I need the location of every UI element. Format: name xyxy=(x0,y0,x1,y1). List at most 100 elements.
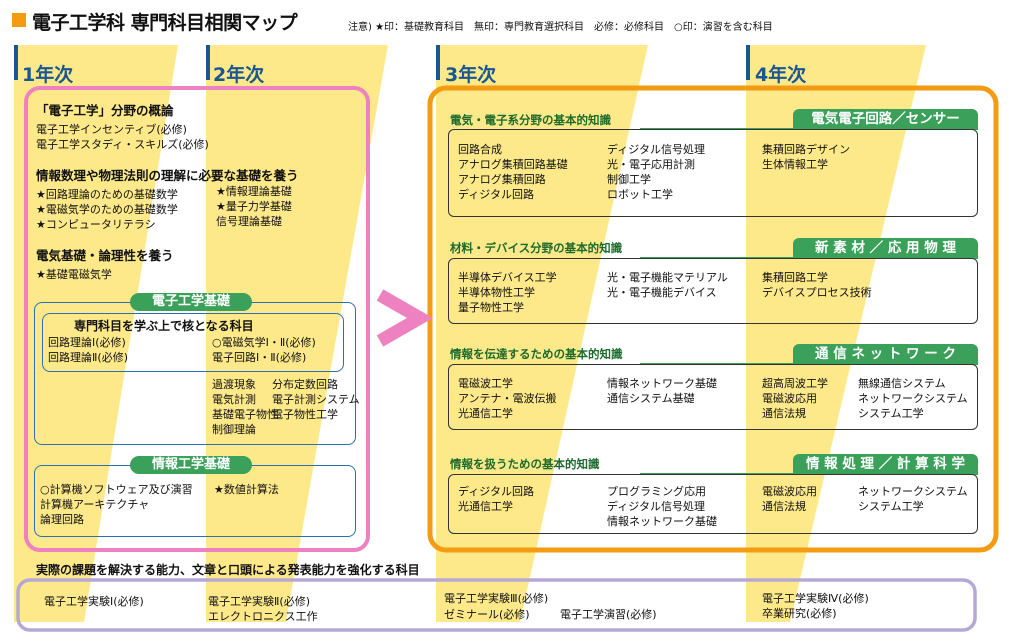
communication-col-4: 無線通信システム ネットワークシステム システム工学 xyxy=(858,376,968,421)
course-item: 電子工学実験Ⅱ(必修) xyxy=(208,595,310,608)
course-item: システム工学 xyxy=(858,500,924,513)
course-item: 電子物性工学 xyxy=(272,408,338,421)
information-col-3: 電磁波応用 通信法規 xyxy=(762,484,817,514)
course-item: 情報ネットワーク基礎 xyxy=(607,377,717,390)
course-item: ネットワークシステム xyxy=(858,392,968,405)
course-item: ○計算機ソフトウェア及び演習 xyxy=(40,483,193,496)
course-item: 集積回路デザイン xyxy=(762,143,850,156)
course-item: 電子工学実験Ⅰ(必修) xyxy=(44,595,144,608)
title-marker xyxy=(12,13,26,27)
electronics-more-list-b: 分布定数回路 電子計測システム 電子物性工学 xyxy=(272,377,360,422)
course-item: 電磁波応用 xyxy=(762,485,817,498)
course-item: アナログ集積回路 xyxy=(458,173,546,186)
course-item: 論理回路 xyxy=(40,513,84,526)
materials-col-2: 光・電子機能マテリアル 光・電子機能デバイス xyxy=(607,270,728,300)
communication-col-3: 超高周波工学 電磁波応用 通信法規 xyxy=(762,376,828,421)
course-item: 量子物性工学 xyxy=(458,301,524,314)
course-item: アナログ集積回路基礎 xyxy=(458,158,568,171)
course-item: 通信法規 xyxy=(762,500,806,513)
course-item: 情報ネットワーク基礎 xyxy=(607,515,717,528)
overview-list: 電子工学インセンティブ(必修) 電子工学スタディ・スキルズ(必修) xyxy=(36,122,209,152)
math-physics-heading: 情報数理や物理法則の理解に必要な基礎を養う xyxy=(36,168,299,183)
materials-section-heading: 材料・デバイス分野の基本的知識 xyxy=(450,241,623,255)
year-stripe-4 xyxy=(746,45,926,622)
course-item: 光通信工学 xyxy=(458,407,513,420)
year-stripe-3 xyxy=(436,45,648,622)
course-item: 電磁波応用 xyxy=(762,392,817,405)
course-item: 制御理論 xyxy=(212,423,256,436)
year-bar-4 xyxy=(746,45,750,80)
course-item: 電子工学スタディ・スキルズ(必修) xyxy=(36,138,209,151)
course-item: 過渡現象 xyxy=(212,378,256,391)
info-basics-label: 情報工学基礎 xyxy=(130,456,252,474)
practice-heading: 実際の課題を解決する能力、文章と口頭による発表能力を強化する科目 xyxy=(36,563,420,577)
materials-section-panel xyxy=(448,258,978,324)
electrical-col-3: 集積回路デザイン 生体情報工学 xyxy=(762,142,850,172)
core-subjects-box xyxy=(42,313,344,372)
communication-col-2: 情報ネットワーク基礎 通信システム基礎 xyxy=(607,376,717,406)
course-item: ネットワークシステム xyxy=(858,485,968,498)
year-stripe-2 xyxy=(206,45,388,622)
course-item: ディジタル回路 xyxy=(458,188,535,201)
course-item: 光・電子機能マテリアル xyxy=(607,271,728,284)
year-label-1: 1年次 xyxy=(22,64,74,86)
course-item: システム工学 xyxy=(858,407,924,420)
course-item: 回路理論Ⅰ(必修) xyxy=(48,336,126,349)
course-item: ディジタル回路 xyxy=(458,485,535,498)
communication-network-tab: 通 信 ネ ッ ト ワ ー ク xyxy=(793,344,978,365)
materials-col-1: 半導体デバイス工学 半導体物性工学 量子物性工学 xyxy=(458,270,557,315)
electrical-section-heading: 電気・電子系分野の基本的知識 xyxy=(450,113,611,127)
course-item: ○電磁気学Ⅰ・Ⅱ(必修) xyxy=(212,336,316,349)
course-item: 光通信工学 xyxy=(458,500,513,513)
course-item: 制御工学 xyxy=(607,173,651,186)
information-col-2: プログラミング応用 ディジタル信号処理 情報ネットワーク基礎 xyxy=(607,484,717,529)
course-item: ★基礎電磁気学 xyxy=(36,268,112,281)
year-stripe-1 xyxy=(14,45,178,622)
course-item: 回路理論Ⅱ(必修) xyxy=(48,351,128,364)
core-subjects-heading: 専門科目を学ぶ上で核となる科目 xyxy=(74,319,254,333)
year-stripes xyxy=(14,45,926,622)
electronics-basics-label: 電子工学基礎 xyxy=(130,293,252,311)
course-item: 卒業研究(必修) xyxy=(762,607,837,620)
course-item: 回路合成 xyxy=(458,143,502,156)
course-item: 超高周波工学 xyxy=(762,377,828,390)
logic-heading: 電気基礎・論理性を養う xyxy=(36,248,174,263)
course-item: ディジタル信号処理 xyxy=(607,143,706,156)
electrical-circuits-tab: 電気電子回路／センサー xyxy=(793,109,978,130)
year-label-2: 2年次 xyxy=(213,64,265,86)
year-bar-1 xyxy=(14,45,18,80)
course-item: ★コンピュータリテラシ xyxy=(36,218,156,231)
course-item: 電子工学インセンティブ(必修) xyxy=(36,123,187,136)
year-label-3: 3年次 xyxy=(445,64,497,86)
course-item: 集積回路工学 xyxy=(762,271,828,284)
electrical-col-2: ディジタル信号処理 光・電子応用計測 制御工学 ロボット工学 xyxy=(607,142,705,202)
communication-col-1: 電磁波工学 アンテナ・電波伝搬 光通信工学 xyxy=(458,376,557,421)
flow-arrow xyxy=(376,289,434,347)
course-item: 分布定数回路 xyxy=(272,378,338,391)
math-physics-y2-list: ★情報理論基礎 ★量子力学基礎 信号理論基礎 xyxy=(216,184,292,229)
electronics-more-list-a: 過渡現象 電気計測 基礎電子物性 制御理論 xyxy=(212,377,278,437)
course-item: ★量子力学基礎 xyxy=(216,200,292,213)
core-y1-list: 回路理論Ⅰ(必修) 回路理論Ⅱ(必修) xyxy=(48,335,128,365)
course-item: 電子工学演習(必修) xyxy=(560,608,657,621)
practice-frame xyxy=(16,578,977,632)
course-item: 電子工学実験Ⅲ(必修) xyxy=(444,592,549,605)
electrical-col-1: 回路合成 アナログ集積回路基礎 アナログ集積回路 ディジタル回路 xyxy=(458,142,568,202)
course-item: 半導体物性工学 xyxy=(458,286,535,299)
course-item: アンテナ・電波伝搬 xyxy=(458,392,557,405)
year-label-4: 4年次 xyxy=(755,64,807,86)
course-item: ロボット工学 xyxy=(607,188,673,201)
course-item: 光・電子応用計測 xyxy=(607,158,695,171)
information-col-1: ディジタル回路 光通信工学 xyxy=(458,484,534,514)
info-y1-list: ○計算機ソフトウェア及び演習 計算機アーキテクチャ 論理回路 xyxy=(40,482,193,527)
course-item: 電子計測システム xyxy=(272,393,360,406)
year-bar-3 xyxy=(436,45,440,80)
core-y2-list: ○電磁気学Ⅰ・Ⅱ(必修) 電子回路Ⅰ・Ⅱ(必修) xyxy=(212,335,316,365)
course-item: 電気計測 xyxy=(212,393,256,406)
course-item: 電子工学実験Ⅳ(必修) xyxy=(762,592,869,605)
practice-y2-list: 電子工学実験Ⅱ(必修) エレクトロニクス工作 xyxy=(208,594,318,624)
course-item: デバイスプロセス技術 xyxy=(762,286,872,299)
course-item: ディジタル信号処理 xyxy=(607,500,706,513)
course-item: 通信法規 xyxy=(762,407,806,420)
